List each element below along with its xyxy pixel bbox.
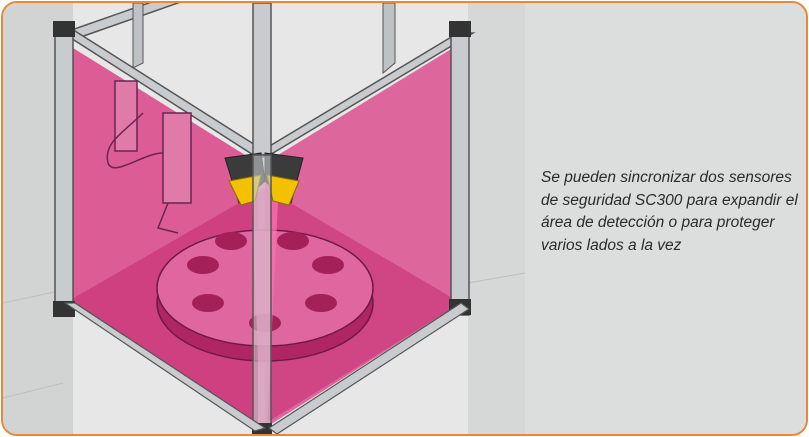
frame-posts <box>53 21 471 434</box>
frame-bottom-rails <box>63 302 471 434</box>
gripper-mechanism <box>106 80 192 234</box>
figure-caption: Se pueden sincronizar dos sensores de se… <box>541 169 798 254</box>
safety-cell-illustration <box>3 3 525 434</box>
caption-panel: Se pueden sincronizar dos sensores de se… <box>525 3 806 434</box>
